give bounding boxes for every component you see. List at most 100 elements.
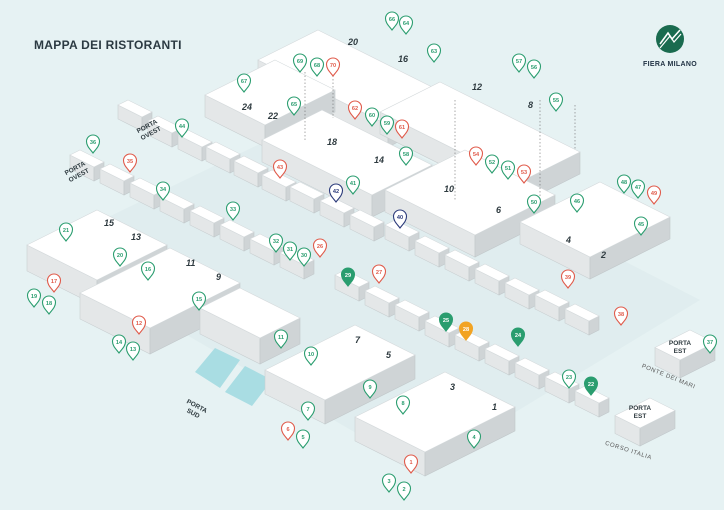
restaurant-pin-1[interactable]: 1 [403,454,419,474]
restaurant-pin-52[interactable]: 52 [484,154,500,174]
restaurant-pin-9[interactable]: 9 [362,379,378,399]
pin-number: 42 [333,189,339,195]
pin-marker-icon [398,15,414,35]
restaurant-pin-6[interactable]: 6 [280,421,296,441]
restaurant-pin-19[interactable]: 19 [26,288,42,308]
restaurant-pin-15[interactable]: 15 [191,291,207,311]
restaurant-pin-70[interactable]: 70 [325,57,341,77]
restaurant-pin-24[interactable]: 24 [510,327,526,347]
restaurant-pin-44[interactable]: 44 [174,118,190,138]
pin-number: 47 [635,185,641,191]
restaurant-pin-34[interactable]: 34 [155,181,171,201]
pin-number: 61 [399,125,405,131]
pin-marker-icon [282,241,298,261]
pin-marker-icon [280,421,296,441]
restaurant-pin-29[interactable]: 29 [340,267,356,287]
restaurant-pin-2[interactable]: 2 [396,481,412,501]
pin-number: 13 [130,347,136,353]
restaurant-pin-49[interactable]: 49 [646,185,662,205]
pin-marker-icon [125,341,141,361]
restaurant-pin-20[interactable]: 20 [112,247,128,267]
restaurant-pin-56[interactable]: 56 [526,59,542,79]
restaurant-pin-48[interactable]: 48 [616,174,632,194]
pin-marker-icon [41,295,57,315]
restaurant-pin-40[interactable]: 40 [392,209,408,229]
restaurant-pin-42[interactable]: 42 [328,183,344,203]
restaurant-pin-39[interactable]: 39 [560,269,576,289]
restaurant-pin-30[interactable]: 30 [296,247,312,267]
restaurant-pin-31[interactable]: 31 [282,241,298,261]
restaurant-pin-67[interactable]: 67 [236,73,252,93]
restaurant-pin-63[interactable]: 63 [426,43,442,63]
restaurant-pin-21[interactable]: 21 [58,222,74,242]
restaurant-pin-45[interactable]: 45 [633,216,649,236]
pin-marker-icon [309,57,325,77]
restaurant-pin-4[interactable]: 4 [466,429,482,449]
restaurant-pin-41[interactable]: 41 [345,175,361,195]
pin-number: 64 [403,21,410,27]
restaurant-pin-64[interactable]: 64 [398,15,414,35]
restaurant-pin-47[interactable]: 47 [630,179,646,199]
restaurant-pin-23[interactable]: 23 [561,369,577,389]
pin-marker-icon [236,73,252,93]
pin-marker-icon [345,175,361,195]
pin-number: 11 [278,335,284,341]
restaurant-pin-62[interactable]: 62 [347,100,363,120]
pin-number: 30 [301,253,307,259]
restaurant-pin-61[interactable]: 61 [394,119,410,139]
pin-number: 25 [443,318,449,324]
restaurant-pin-10[interactable]: 10 [303,346,319,366]
restaurant-pin-35[interactable]: 35 [122,153,138,173]
restaurant-pin-57[interactable]: 57 [511,53,527,73]
restaurant-pin-14[interactable]: 14 [111,334,127,354]
kiosk [414,235,450,268]
restaurant-pin-16[interactable]: 16 [140,261,156,281]
restaurant-pin-25[interactable]: 25 [438,312,454,332]
restaurant-pin-8[interactable]: 8 [395,395,411,415]
restaurant-pin-26[interactable]: 26 [312,238,328,258]
restaurant-pin-32[interactable]: 32 [268,233,284,253]
pin-number: 45 [638,222,644,228]
pin-number: 20 [117,253,123,259]
restaurant-pin-43[interactable]: 43 [272,159,288,179]
restaurant-pin-27[interactable]: 27 [371,264,387,284]
restaurant-pin-36[interactable]: 36 [85,134,101,154]
restaurant-pin-55[interactable]: 55 [548,92,564,112]
pin-number: 54 [473,152,480,158]
restaurant-pin-22[interactable]: 22 [583,376,599,396]
restaurant-pin-18[interactable]: 18 [41,295,57,315]
pin-number: 19 [31,294,37,300]
restaurant-pin-12[interactable]: 12 [131,315,147,335]
restaurant-pin-28[interactable]: 28 [458,321,474,341]
restaurant-pin-11[interactable]: 11 [273,329,289,349]
restaurant-pin-3[interactable]: 3 [381,473,397,493]
restaurant-pin-59[interactable]: 59 [379,115,395,135]
restaurant-pin-65[interactable]: 65 [286,96,302,116]
restaurant-pin-58[interactable]: 58 [398,146,414,166]
restaurant-pin-50[interactable]: 50 [526,194,542,214]
restaurant-pin-54[interactable]: 54 [468,146,484,166]
restaurant-pin-53[interactable]: 53 [516,164,532,184]
restaurant-pin-69[interactable]: 69 [292,53,308,73]
restaurant-pin-38[interactable]: 38 [613,306,629,326]
pin-marker-icon [396,481,412,501]
restaurant-pin-7[interactable]: 7 [300,401,316,421]
restaurant-pin-51[interactable]: 51 [500,160,516,180]
pin-number: 55 [553,98,559,104]
restaurant-pin-5[interactable]: 5 [295,429,311,449]
pin-marker-icon [191,291,207,311]
restaurant-pin-66[interactable]: 66 [384,11,400,31]
restaurant-pin-13[interactable]: 13 [125,341,141,361]
restaurant-pin-68[interactable]: 68 [309,57,325,77]
restaurant-pin-46[interactable]: 46 [569,193,585,213]
pin-number: 14 [116,340,123,346]
restaurant-pin-37[interactable]: 37 [702,334,718,354]
restaurant-pin-33[interactable]: 33 [225,201,241,221]
pin-marker-icon [526,59,542,79]
restaurant-pin-60[interactable]: 60 [364,107,380,127]
pin-marker-icon [268,233,284,253]
hall-number: 12 [472,82,482,92]
restaurant-pin-17[interactable]: 17 [46,273,62,293]
